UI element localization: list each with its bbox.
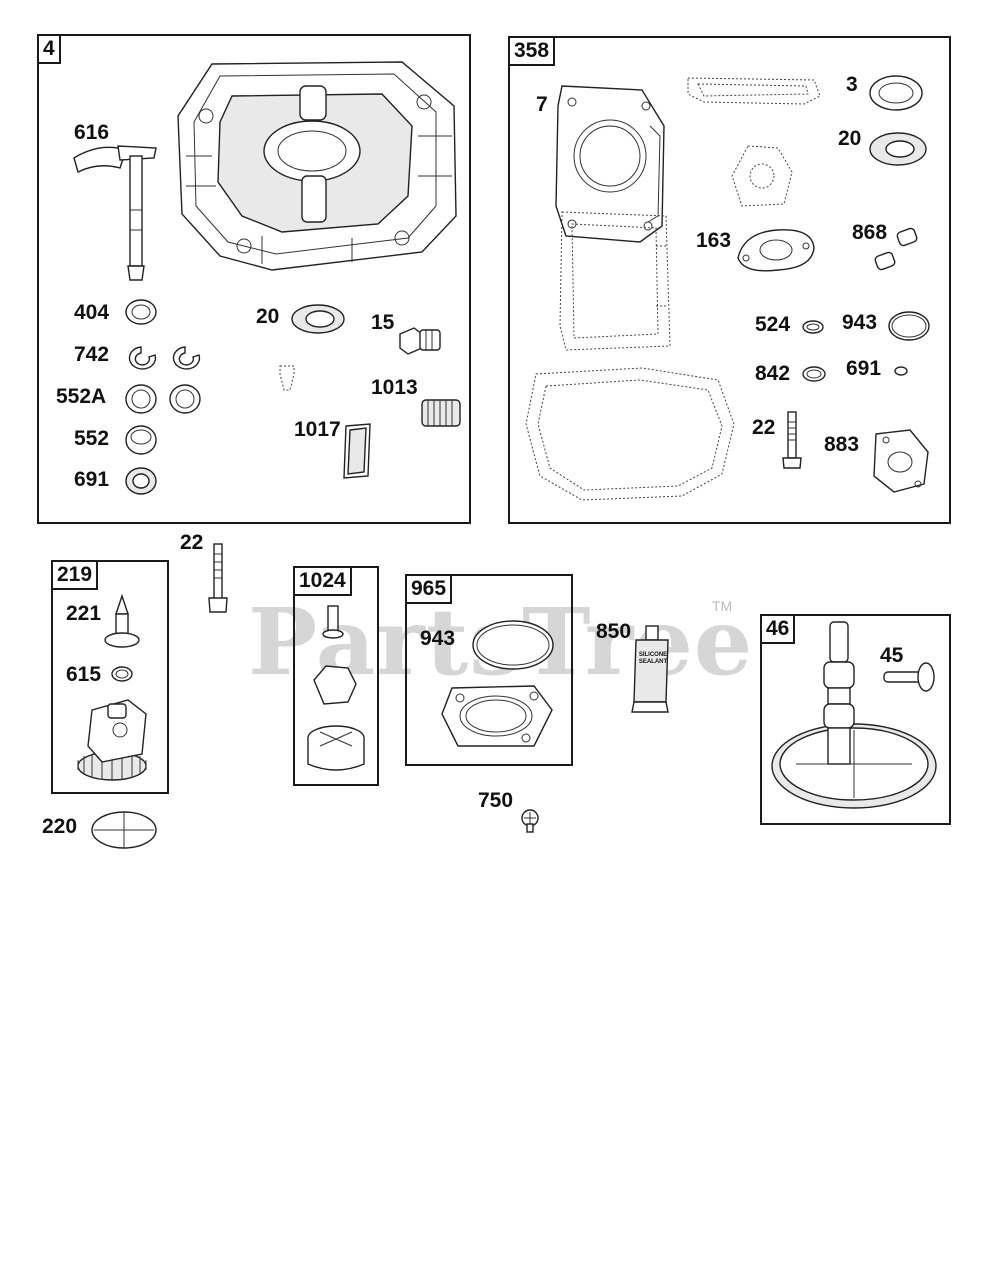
- sealant-tube-line1: SILICONE: [638, 652, 668, 658]
- valve-cover-gasket-illustration: [687, 77, 821, 105]
- label-850: 850: [596, 620, 632, 643]
- crankcase-gasket-illustration: [525, 367, 735, 501]
- ring-615-illustration: [111, 666, 133, 682]
- intake-gasket-illustration: [731, 145, 793, 207]
- label-15: 15: [371, 311, 395, 334]
- group-tag-4: 4: [37, 34, 61, 64]
- seal-691-b-illustration: [894, 366, 908, 376]
- watermark-tm: TM: [712, 598, 733, 614]
- label-220: 220: [42, 815, 78, 838]
- oil-pump-1024-illustration: [307, 605, 365, 771]
- label-616: 616: [74, 121, 110, 144]
- bolt-22-b-illustration: [208, 543, 228, 613]
- label-7: 7: [536, 93, 548, 116]
- group-tag-219: 219: [51, 560, 99, 590]
- ring-842-illustration: [802, 366, 826, 382]
- bushing-552a-illustration: [125, 384, 201, 414]
- label-691-b: 691: [846, 357, 882, 380]
- oil-seal-20-b-illustration: [869, 132, 927, 166]
- governor-shaft-illustration: [73, 145, 157, 281]
- label-163: 163: [696, 229, 732, 252]
- group-box-1024: 1024: [293, 566, 379, 786]
- washer-220-illustration: [91, 811, 157, 849]
- oil-pump-cover-illustration: [441, 685, 553, 747]
- oil-seal-20-illustration: [291, 304, 345, 334]
- label-20-a: 20: [256, 305, 280, 328]
- seal-691-illustration: [125, 467, 157, 495]
- label-691-a: 691: [74, 468, 110, 491]
- washer-404-illustration: [125, 299, 157, 325]
- crankcase-illustration: [177, 61, 457, 271]
- label-868: 868: [852, 221, 888, 244]
- label-552a: 552A: [56, 385, 107, 408]
- sealant-tube-line2: SEALANT: [638, 659, 668, 665]
- o-ring-943-a-illustration: [888, 311, 930, 341]
- governor-221-illustration: [104, 593, 140, 648]
- label-1017: 1017: [294, 418, 341, 441]
- ring-524-illustration: [802, 320, 824, 334]
- label-742: 742: [74, 343, 110, 366]
- part-1017-illustration: [343, 423, 371, 479]
- group-tag-358: 358: [508, 36, 556, 66]
- label-3: 3: [846, 73, 858, 96]
- small-screw-illustration: [279, 365, 295, 391]
- plug-15-illustration: [399, 327, 441, 355]
- o-ring-943-b-illustration: [472, 620, 554, 670]
- gasket-163-illustration: [737, 229, 815, 272]
- group-box-965: 965: [405, 574, 573, 766]
- cylinder-cover-gasket-illustration: [559, 211, 671, 351]
- screw-750-illustration: [521, 809, 539, 833]
- group-tag-965: 965: [405, 574, 453, 604]
- group-tag-46: 46: [760, 614, 796, 644]
- label-943-a: 943: [842, 311, 878, 334]
- label-20-b: 20: [838, 127, 862, 150]
- label-552: 552: [74, 427, 110, 450]
- group-box-358: 358: [508, 36, 951, 524]
- part-868-illustration: [874, 227, 918, 271]
- pin-45-illustration: [883, 662, 935, 692]
- group-box-4: 4: [37, 34, 471, 524]
- label-221: 221: [66, 602, 102, 625]
- group-tag-1024: 1024: [293, 566, 352, 596]
- group-box-46: 46: [760, 614, 951, 825]
- group-box-219: 219: [51, 560, 169, 794]
- sealant-tube-text: SILICONE SEALANT: [636, 652, 670, 666]
- label-842: 842: [755, 362, 791, 385]
- label-22-b: 22: [180, 531, 204, 554]
- bushing-552-illustration: [125, 425, 157, 455]
- camshaft-46-illustration: [771, 621, 937, 809]
- governor-gear-illustration: [77, 699, 147, 781]
- label-943-b: 943: [420, 627, 456, 650]
- label-404: 404: [74, 301, 110, 324]
- bolt-22-a-illustration: [782, 411, 802, 469]
- label-750: 750: [478, 789, 514, 812]
- e-clip-742-illustration: [128, 346, 201, 370]
- label-524: 524: [755, 313, 791, 336]
- label-45: 45: [880, 644, 904, 667]
- filter-1013-illustration: [421, 399, 461, 427]
- label-1013: 1013: [371, 376, 418, 399]
- label-615: 615: [66, 663, 102, 686]
- spacer-883-illustration: [873, 429, 929, 493]
- seal-3-illustration: [869, 75, 923, 111]
- head-gasket-7-illustration: [555, 85, 665, 243]
- label-22-a: 22: [752, 416, 776, 439]
- sealant-tube-850-illustration: [631, 625, 669, 713]
- label-883: 883: [824, 433, 860, 456]
